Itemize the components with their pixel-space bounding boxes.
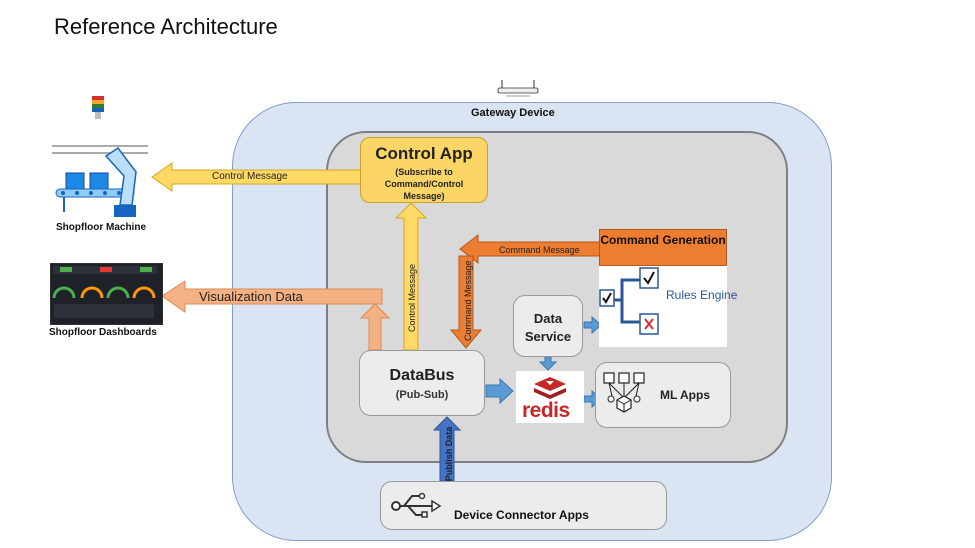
control-app-title: Control App xyxy=(375,144,473,163)
shopfloor-machine-label: Shopfloor Machine xyxy=(56,222,146,233)
databus-box: DataBus (Pub-Sub) xyxy=(359,350,485,416)
command-message-vertical-arrow xyxy=(449,255,483,349)
gateway-device-label: Gateway Device xyxy=(471,107,555,119)
visualization-data-h-path xyxy=(161,280,383,313)
ml-apps-label: ML Apps xyxy=(660,388,710,402)
visualization-data-label: Visualization Data xyxy=(199,289,303,304)
databus-to-redis-arrow xyxy=(485,377,514,405)
command-message-label: Command Message xyxy=(499,245,580,255)
device-connector-label: Device Connector Apps xyxy=(454,508,589,522)
data-service-box: Data Service xyxy=(513,295,583,357)
rules-engine-panel xyxy=(599,266,727,347)
data-service-to-rules-arrow xyxy=(583,315,602,335)
databus-subtitle: (Pub-Sub) xyxy=(395,389,449,401)
visualization-data-arrow-path xyxy=(359,303,391,351)
control-app-box: Control App (Subscribe to Command/Contro… xyxy=(360,137,488,203)
command-generation-box: Command Generation xyxy=(599,229,727,266)
shopfloor-dashboards-label: Shopfloor Dashboards xyxy=(49,327,157,338)
databus-title: DataBus xyxy=(389,367,455,384)
rules-engine-label: Rules Engine xyxy=(666,288,738,302)
publish-data-label: Publish Data xyxy=(444,426,454,482)
redis-label: redis xyxy=(522,399,570,422)
control-message-label: Control Message xyxy=(212,171,288,182)
page-title: Reference Architecture xyxy=(54,14,278,39)
control-message-vertical-arrow xyxy=(394,202,428,351)
control-message-vertical-label: Control Message xyxy=(407,263,417,333)
command-message-vertical-label: Command Message xyxy=(463,260,473,341)
ml-apps-box xyxy=(595,362,731,428)
control-app-subtitle: (Subscribe to Command/Control Message) xyxy=(384,167,464,201)
control-message-arrow xyxy=(151,162,363,192)
data-service-to-redis-arrow xyxy=(538,356,558,371)
publish-data-arrow xyxy=(432,416,462,482)
